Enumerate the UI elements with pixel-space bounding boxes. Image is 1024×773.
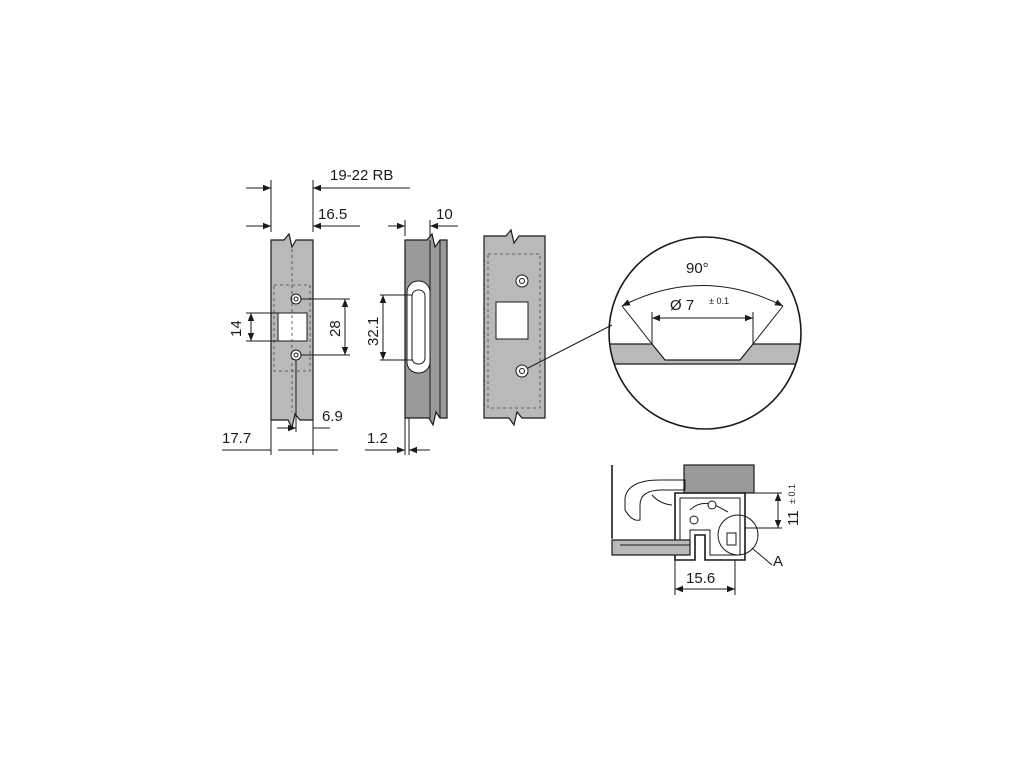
screw-hole-icon [290,293,302,305]
dim-tol-11: ± 0.1 [787,484,797,504]
view-side-profile: 10 32.1 1.2 [365,206,458,455]
dim-14: 14 [228,320,245,337]
view-back-plate [483,228,613,427]
dim-10: 10 [436,206,453,223]
screw-hole-icon [515,364,529,378]
dim-diameter-7: Ø 7 [670,297,694,314]
dim-tol-01: ± 0.1 [709,296,729,306]
back-slot-opening [495,301,529,340]
dim-90-deg: 90° [686,260,709,277]
slot-opening [277,312,308,342]
detail-countersink: 90° Ø 7 ± 0.1 [608,236,802,430]
dim-28: 28 [327,320,344,337]
screw-hole-icon [515,274,529,288]
dim-19-22-rb: 19-22 RB [330,167,393,184]
detail-circle [608,236,802,430]
dim-15-6: 15.6 [686,570,715,587]
dim-1-2: 1.2 [367,430,388,447]
detail-a-circle [717,514,759,556]
elongated-slot [406,280,431,374]
screw-hole-icon [290,349,302,361]
dim-16-5: 16.5 [318,206,347,223]
dim-6-9: 6.9 [322,408,343,425]
detail-label-a: A [773,553,783,570]
dim-17-7: 17.7 [222,430,251,447]
view-front-plate: 19-22 RB 16.5 14 28 17.7 6.9 [222,167,410,455]
pin-icon [689,515,699,525]
dim-11: 11 [785,510,802,526]
dim-32-1: 32.1 [365,317,382,346]
pin-icon [707,500,717,510]
view-section: A 11 ± 0.1 15.6 [611,464,802,595]
